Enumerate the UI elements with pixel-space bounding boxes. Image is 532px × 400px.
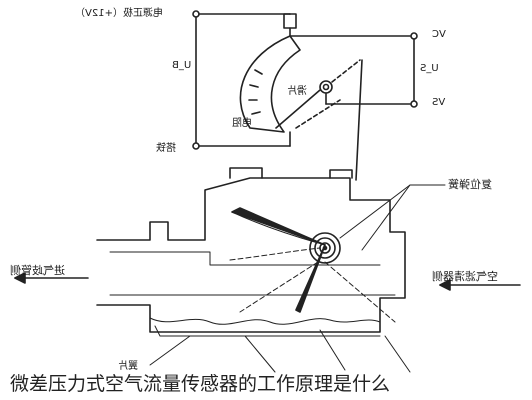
measuring-flap: [231, 207, 326, 246]
page-caption: 微差压力式空气流量传感器的工作原理是什么: [10, 373, 391, 395]
circuit: [192, 10, 418, 181]
return-spring-coil: [309, 232, 341, 264]
sensor-housing: [96, 167, 406, 337]
damper-flap: [295, 244, 326, 313]
vs-terminal: [410, 100, 418, 108]
power-terminal: [192, 10, 200, 18]
ground-label: 搭铁: [156, 143, 176, 154]
us-label: U_S: [420, 63, 439, 74]
air-filter-label: 空气滤清器侧: [432, 270, 498, 283]
series-resistor: [283, 13, 297, 29]
power-label: 电源正极（+12V）: [75, 8, 163, 19]
intake-manifold-label: 进气歧管侧: [10, 264, 65, 277]
leader-lines: [149, 184, 446, 373]
flap-assembly: [229, 207, 396, 323]
return-spring-label: 复位弹簧: [448, 178, 492, 191]
ub-label: U_B: [172, 60, 192, 71]
vc-terminal: [410, 32, 418, 40]
flow-arrows: [14, 272, 521, 291]
vs-label: VS: [432, 97, 446, 108]
slider-pivot: [319, 80, 333, 94]
vc-label: VC: [432, 29, 446, 40]
slider-label: 滑片: [287, 86, 307, 97]
resistor-label: 电阻: [232, 118, 252, 129]
ground-terminal: [192, 142, 200, 150]
slider-arm: [275, 89, 321, 129]
